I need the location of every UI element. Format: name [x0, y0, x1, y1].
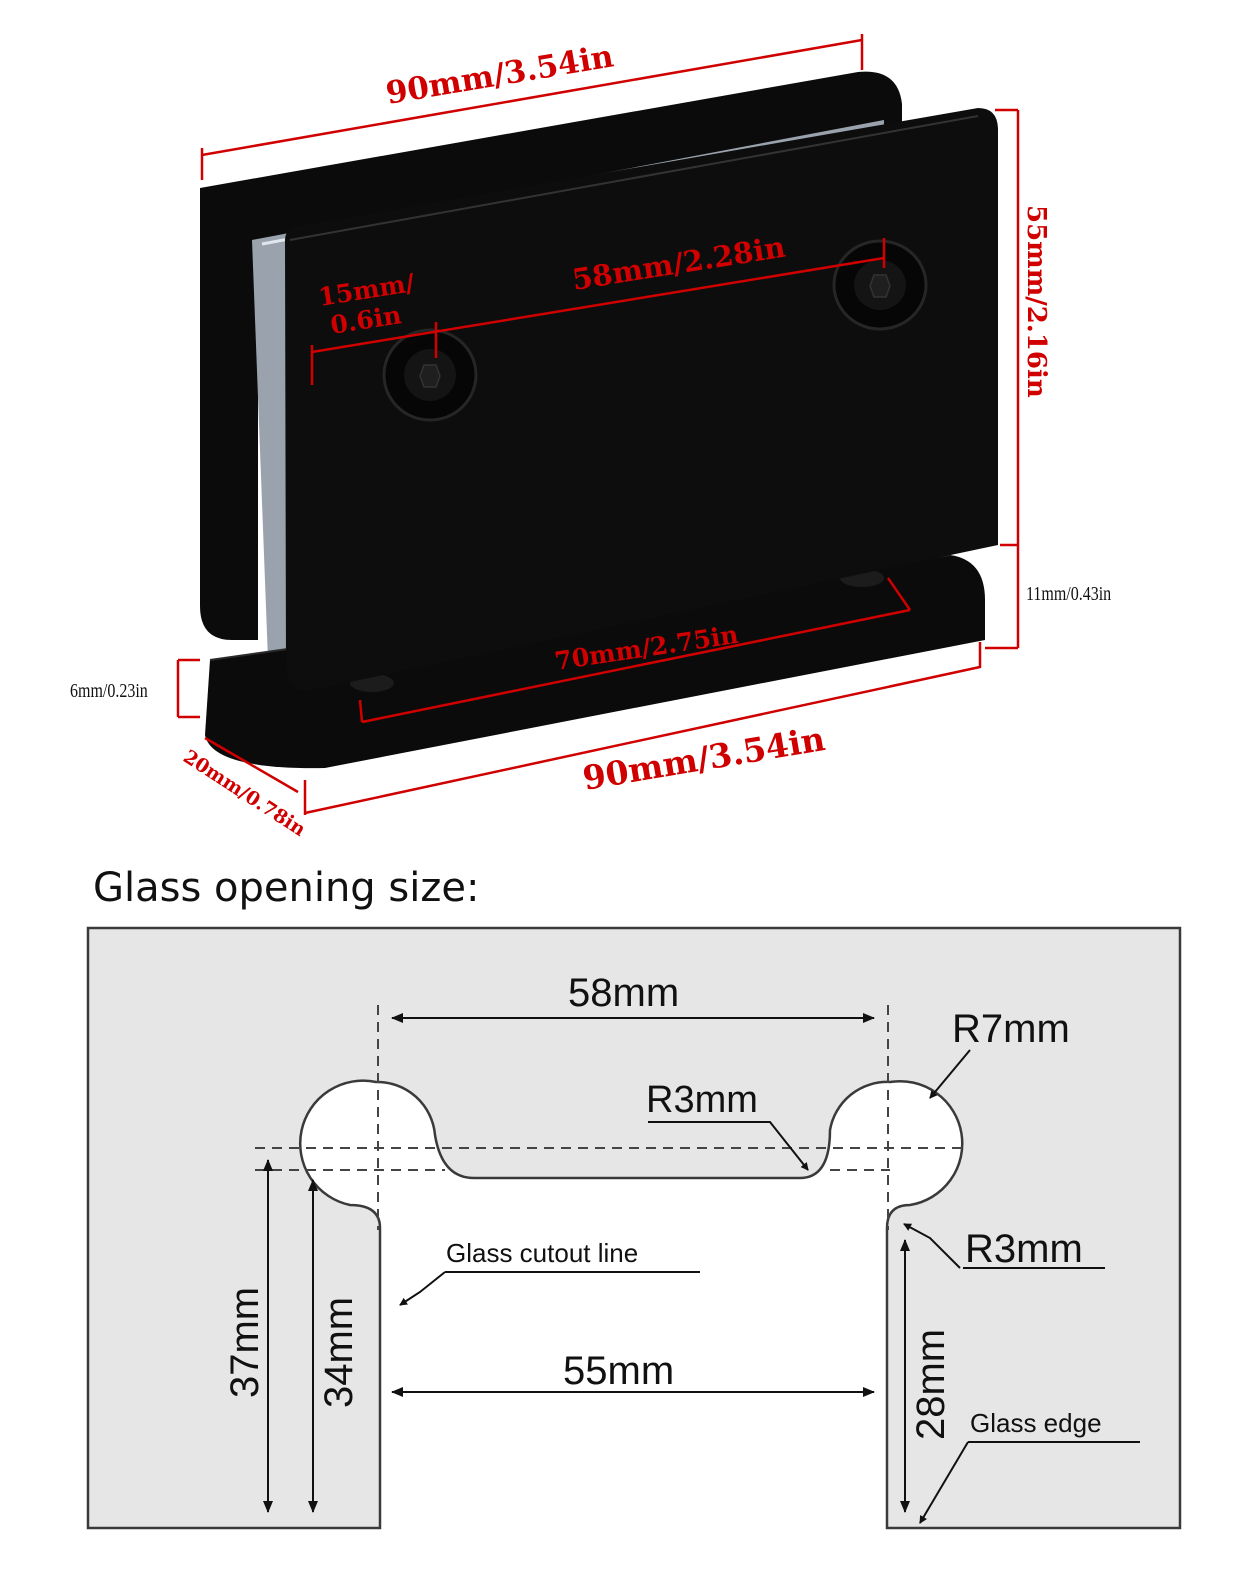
drawing-dimension-lines — [263, 1013, 1140, 1524]
drawing-labels: 58mm R7mm R3mm R3mm Glass cutout line 55… — [223, 971, 1102, 1440]
dim-34mm: 34mm — [317, 1297, 361, 1408]
front-clamp-plate — [285, 108, 998, 691]
glass-panel — [86, 926, 1182, 1530]
cutout-line-label: Glass cutout line — [446, 1238, 638, 1268]
dim-28mm: 28mm — [909, 1329, 953, 1440]
hinge-illustration — [200, 71, 998, 769]
product-dimension-lines — [176, 34, 1020, 815]
glass-opening-drawing: 58mm R7mm R3mm R3mm Glass cutout line 55… — [86, 926, 1182, 1530]
dim-37mm: 37mm — [223, 1287, 267, 1398]
dim-55mm: 55mm — [563, 1349, 674, 1393]
construction-lines — [255, 1005, 965, 1230]
base-height-label: 11mm/0.43in — [1026, 582, 1111, 604]
bottom-width-label: 90mm/3.54in — [580, 719, 828, 798]
height-label: 55mm/2.16in — [1021, 205, 1051, 398]
screw-left-icon — [382, 328, 478, 422]
dim-58mm: 58mm — [568, 971, 679, 1015]
dim-r3mm-side: R3mm — [965, 1227, 1083, 1271]
dim-r7mm: R7mm — [952, 1007, 1070, 1051]
plate-thickness-label: 6mm/0.23in — [70, 679, 148, 701]
glass-edge-label: Glass edge — [970, 1408, 1102, 1438]
top-width-label: 90mm/3.54in — [383, 38, 616, 111]
dim-r3mm-top: R3mm — [646, 1079, 758, 1121]
screw-right-icon — [832, 239, 928, 331]
section-title: Glass opening size: — [93, 865, 479, 911]
